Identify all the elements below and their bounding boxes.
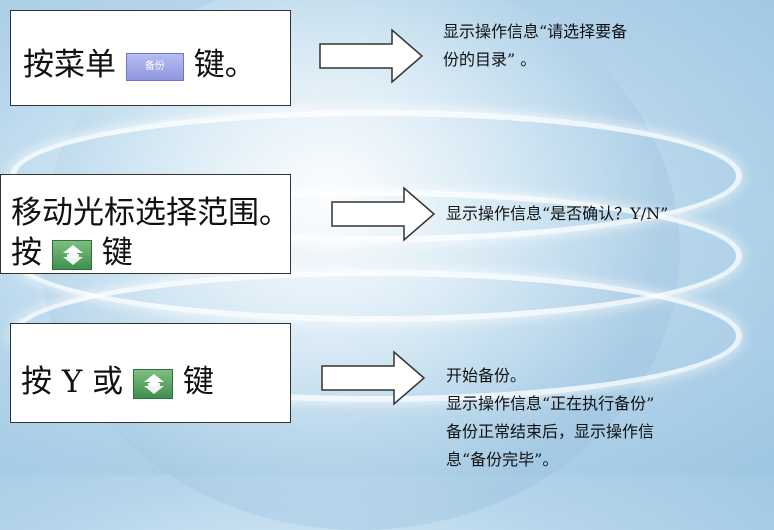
step-2-text-before: 按 (11, 235, 42, 271)
note-line: 显示操作信息“是否确认？Y/N” (446, 204, 669, 223)
input-key-icon (51, 239, 92, 270)
backup-softkey-label: 备份 (144, 60, 165, 72)
step-3-instruction: 按 Y 或 键 (21, 356, 214, 401)
step-2-text-after: 键 (101, 235, 133, 271)
step-2-line-2: 按 键 (11, 227, 133, 272)
step-3-text-after: 键 (182, 364, 214, 400)
backup-softkey-icon: 备份 (125, 52, 184, 81)
step-2-note: 显示操作信息“是否确认？Y/N” (446, 200, 668, 228)
note-line: 份的目录” 。 (443, 50, 537, 69)
step-3-note: 开始备份。 显示操作信息“正在执行备份” 备份正常结束后，显示操作信 息“备份完… (446, 362, 654, 474)
step-3-box: 按 Y 或 键 (10, 323, 291, 423)
step-1-instruction: 按菜单 备份 键。 (23, 39, 256, 84)
step-1-text-after: 键。 (193, 47, 256, 83)
right-arrow-icon (321, 350, 426, 406)
step-2-box: 移动光标选择范围。 按 键 (0, 174, 291, 274)
input-key-icon (133, 368, 174, 399)
step-1-box: 按菜单 备份 键。 (10, 10, 291, 106)
note-line: 开始备份。 (446, 366, 527, 385)
step-2-line-1: 移动光标选择范围。 (11, 195, 290, 231)
step-1-note: 显示操作信息“请选择要备 份的目录” 。 (443, 18, 627, 74)
right-arrow-icon (331, 186, 436, 242)
input-key-graphic (144, 373, 165, 394)
note-line: 备份正常结束后，显示操作信 (446, 422, 655, 441)
note-line: 显示操作信息“正在执行备份” (446, 394, 655, 413)
step-1-text-before: 按菜单 (23, 47, 116, 83)
note-line: 显示操作信息“请选择要备 (443, 22, 628, 41)
right-arrow-icon (319, 28, 424, 84)
step-3-text-before: 按 Y 或 (21, 364, 124, 400)
input-key-graphic (62, 244, 83, 265)
note-line: 息“备份完毕”。 (446, 450, 559, 469)
